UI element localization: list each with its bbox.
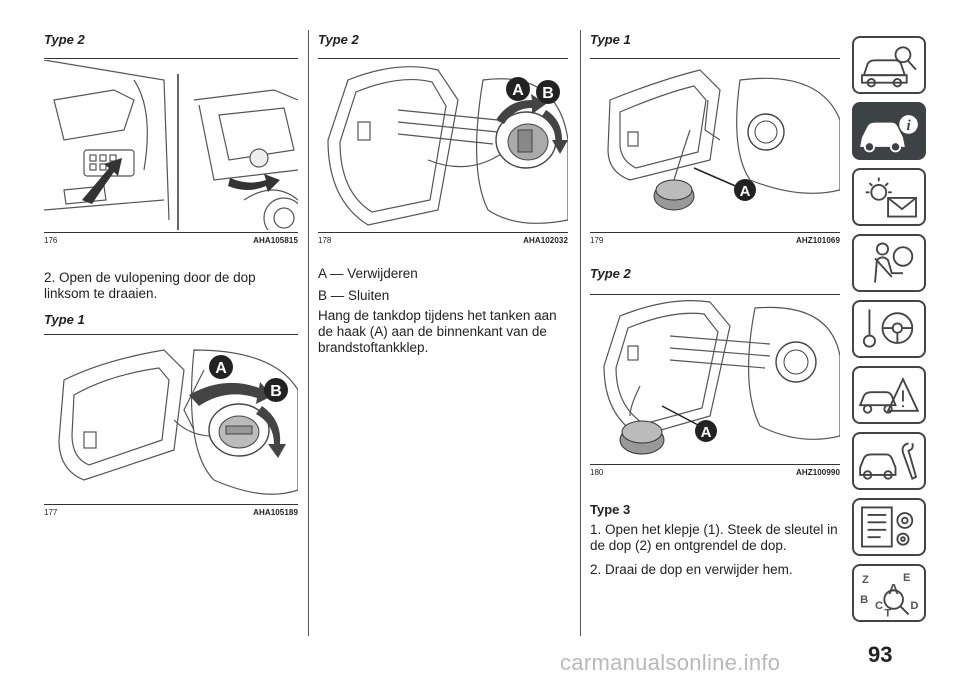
tab-maintenance[interactable] — [852, 432, 926, 490]
heading-type-1: Type 1 — [44, 312, 85, 327]
figure-180-caption: 180 AHZ100990 — [590, 466, 840, 480]
figure-code: AHA105189 — [253, 508, 298, 517]
figure-176-caption: 176 AHA105815 — [44, 234, 298, 248]
tab-car-info[interactable]: i — [852, 102, 926, 160]
figure-code: AHA105815 — [253, 236, 298, 245]
list-gear-icon — [861, 506, 914, 548]
figure-code: AHA102032 — [523, 236, 568, 245]
watermark: carmanualsonline.info — [560, 650, 781, 675]
callout-a: A — [512, 82, 524, 99]
svg-text:i: i — [906, 118, 911, 134]
column-divider — [580, 30, 581, 636]
car-wrench-icon — [859, 442, 918, 480]
figure-number: 178 — [318, 236, 332, 245]
figure-178-caption: 178 AHA102032 — [318, 234, 568, 248]
legend-a: A — Verwijderen — [318, 266, 418, 281]
figure-number: 180 — [590, 468, 604, 477]
figure-rule — [44, 504, 298, 505]
figure-179-caption: 179 AHZ101069 — [590, 234, 840, 248]
callout-b: B — [542, 85, 554, 102]
figure-number: 179 — [590, 236, 604, 245]
tab-technical-data[interactable] — [852, 498, 926, 556]
heading-type-3: Type 3 — [590, 502, 631, 517]
seatbelt-airbag-icon — [874, 242, 914, 283]
hanging-note: Hang de tankdop tijdens het tanken aan d… — [318, 308, 557, 355]
heading-rule — [44, 58, 298, 59]
figure-177: A B — [44, 340, 298, 502]
warning-light-envelope-icon — [865, 177, 917, 218]
type-3-step-1: 1. Open het klepje (1). Steek de sleutel… — [590, 522, 838, 553]
car-warning-triangle-icon — [858, 376, 920, 414]
callout-b: B — [270, 383, 282, 400]
figure-180: A — [590, 296, 840, 462]
heading-type-1: Type 1 — [590, 32, 631, 47]
key-steering-wheel-icon — [862, 309, 914, 348]
car-search-icon — [861, 46, 917, 88]
tab-starting-driving[interactable] — [852, 300, 926, 358]
column-divider — [308, 30, 309, 636]
figure-176 — [44, 60, 298, 230]
heading-rule — [590, 294, 840, 295]
index-letter: E — [903, 572, 910, 584]
figure-number: 176 — [44, 236, 58, 245]
tab-emergency[interactable] — [852, 366, 926, 424]
heading-type-2: Type 2 — [590, 266, 631, 281]
index-letter: C — [875, 600, 883, 612]
dashboard-door-illustration — [44, 60, 298, 230]
fuel-flap-cap-removal-illustration: A B — [327, 66, 568, 226]
figure-179: A — [590, 60, 840, 230]
figure-number: 177 — [44, 508, 58, 517]
figure-rule — [44, 232, 298, 233]
cap-hanging-type-2-illustration: A — [603, 300, 840, 455]
cap-hanging-type-1-illustration: A — [607, 69, 840, 211]
index-letter: B — [860, 594, 868, 606]
step-2-text: 2. Open de vulopening door de dop linkso… — [44, 270, 256, 301]
figure-rule — [590, 232, 840, 233]
figure-code: AHZ100990 — [795, 468, 840, 477]
heading-type-2: Type 2 — [318, 32, 359, 47]
type-3-step-2: 2. Draai de dop en verwijder hem. — [590, 562, 793, 577]
heading-rule — [44, 334, 298, 335]
index-letter: Z — [862, 574, 869, 586]
figure-177-caption: 177 AHA105189 — [44, 506, 298, 520]
index-letter: T — [884, 607, 891, 619]
car-info-icon: i — [860, 115, 918, 153]
heading-rule — [590, 58, 840, 59]
tab-warning-lights[interactable] — [852, 168, 926, 226]
legend-b: B — Sluiten — [318, 288, 390, 303]
figure-rule — [590, 464, 840, 465]
tab-safety[interactable] — [852, 234, 926, 292]
fuel-flap-open-cap-illustration: A B — [58, 349, 298, 495]
heading-rule — [318, 58, 568, 59]
figure-code: AHZ101069 — [795, 236, 840, 245]
callout-a: A — [701, 424, 712, 441]
page-number: 93 — [868, 642, 893, 667]
figure-rule — [318, 232, 568, 233]
chapter-sidebar: i — [852, 0, 960, 678]
callout-a: A — [740, 183, 751, 200]
index-letter: D — [910, 600, 918, 612]
figure-178: A B — [318, 60, 568, 230]
tab-index[interactable]: Z E A B C D T — [852, 564, 926, 622]
alphabet-index-icon: Z E A B C D T — [860, 572, 918, 619]
heading-type-2: Type 2 — [44, 32, 85, 47]
callout-a: A — [215, 360, 227, 377]
tab-car-search[interactable] — [852, 36, 926, 94]
